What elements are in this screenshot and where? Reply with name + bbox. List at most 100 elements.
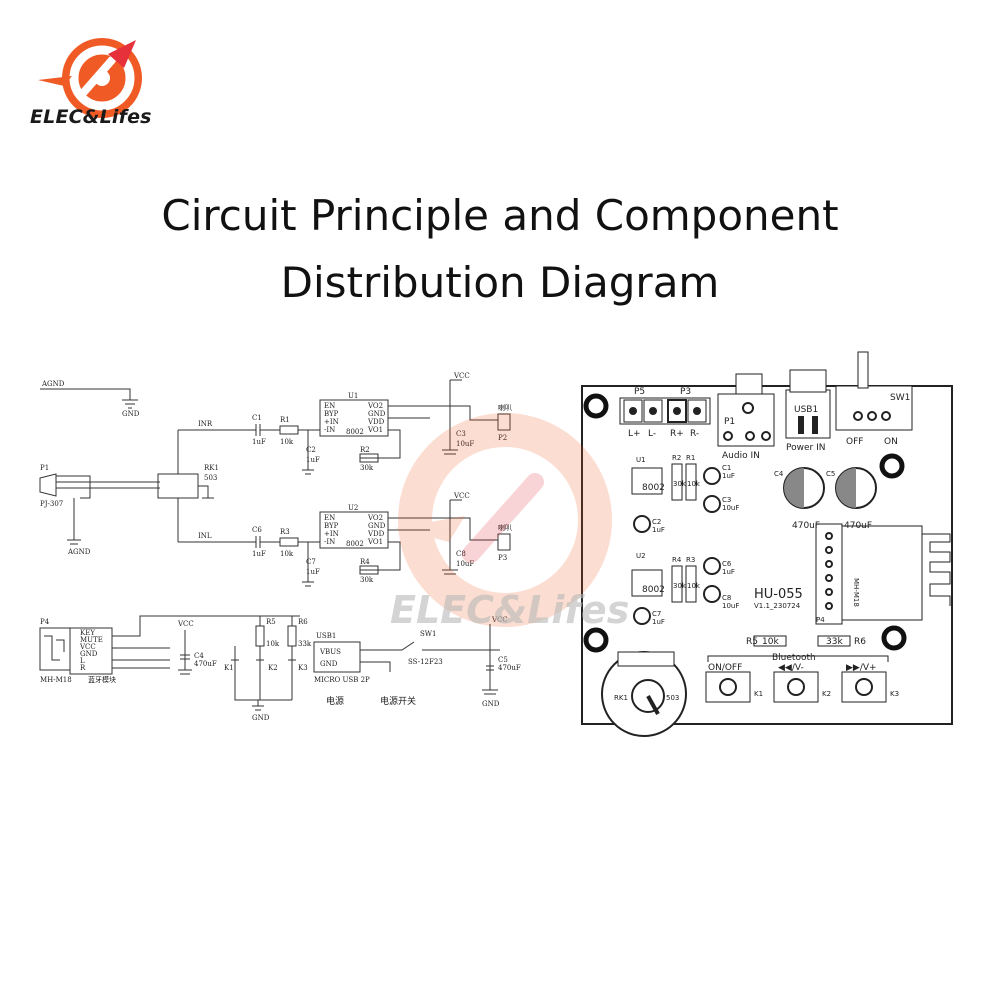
label-usb1: USB1 <box>316 632 336 640</box>
brand-logo <box>38 38 142 118</box>
pcb-label-u1: U1 <box>636 456 646 464</box>
p4-pin-mute: MUTE <box>80 636 103 644</box>
u2-pin-vo2: VO2 <box>367 514 383 522</box>
pcb-layout: P5 P3 L+ L- R+ R- P1 Audio IN USB1 Power… <box>581 351 953 737</box>
pcb-label-470-2: 470uF <box>844 521 872 531</box>
label-usb-gnd: GND <box>320 660 338 668</box>
label-k1: K1 <box>224 664 234 672</box>
label-r2: R2 <box>360 446 370 454</box>
pcb-label-c8: C8 <box>722 594 731 602</box>
u1-pin-en: EN <box>324 402 335 410</box>
circuit-schematic: AGND GND P1 PJ-307 AGND INR INL RK1 503 … <box>39 372 521 722</box>
label-r4-val: 30k <box>360 576 374 584</box>
pcb-label-ic1: 8002 <box>642 483 665 493</box>
label-c8-val: 10uF <box>456 560 474 568</box>
label-inr: INR <box>198 420 213 428</box>
pcb-model: HU-055 <box>754 587 803 602</box>
pcb-label-p4: P4 <box>816 616 825 624</box>
pcb-label-r3: R3 <box>686 556 695 564</box>
u1-pin-vo2: VO2 <box>367 402 383 410</box>
label-rk1-val: 503 <box>204 474 217 482</box>
label-inl: INL <box>198 532 212 540</box>
p4-pin-r: R <box>80 664 86 672</box>
label-c1-val: 1uF <box>252 438 266 446</box>
p4-pin-l: L <box>80 657 85 665</box>
label-c6: C6 <box>252 526 262 534</box>
pcb-label-rk1: RK1 <box>614 694 628 702</box>
label-gnd: GND <box>122 410 140 418</box>
label-p3: P3 <box>498 554 507 562</box>
label-c4-val: 470uF <box>194 660 217 668</box>
label-r5-val: 10k <box>266 640 280 648</box>
pcb-label-r-plus: R+ <box>670 429 684 439</box>
label-c2: C2 <box>306 446 316 454</box>
pcb-label-r6: R6 <box>854 637 866 647</box>
label-c4: C4 <box>194 652 204 660</box>
label-gnd-2: GND <box>252 714 270 722</box>
pcb-label-l-plus: L+ <box>628 429 641 439</box>
pcb-label-r4: R4 <box>672 556 682 564</box>
pcb-label-on: ON <box>884 437 898 447</box>
pcb-label-usb1: USB1 <box>794 405 818 415</box>
pcb-label-r6-val: 33k <box>826 637 843 647</box>
pcb-label-c3: C3 <box>722 496 731 504</box>
label-c3-val: 10uF <box>456 440 474 448</box>
label-r6-val: 33k <box>298 640 312 648</box>
label-vcc-2: VCC <box>453 492 470 500</box>
pcb-label-c4: C4 <box>774 470 784 478</box>
label-c7-val: 1uF <box>306 568 320 576</box>
label-r2-val: 30k <box>360 464 374 472</box>
label-r4: R4 <box>360 558 370 566</box>
pcb-label-30k-2: 30k <box>673 582 687 590</box>
pcb-label-l-minus: L- <box>648 429 656 439</box>
pcb-label-onoff: ON/OFF <box>708 663 742 673</box>
label-p4: P4 <box>40 618 50 626</box>
u1-pin-byp: BYP <box>324 410 339 418</box>
label-c8: C8 <box>456 550 466 558</box>
u2-pin-gnd: GND <box>368 522 386 530</box>
watermark-text: ELEC&Lifes <box>390 588 630 632</box>
label-c2-val: 1uF <box>306 456 320 464</box>
label-rk1: RK1 <box>204 464 219 472</box>
u2-pin-byp: BYP <box>324 522 339 530</box>
watermark-logo <box>395 413 612 627</box>
label-k2: K2 <box>268 664 278 672</box>
label-power-cn: 电源 <box>326 695 344 707</box>
label-bt-cn: 蓝牙模块 <box>88 675 116 684</box>
pcb-label-next: ▶▶/V+ <box>846 663 877 673</box>
pcb-label-bt-module: MH-M18 <box>852 578 860 607</box>
label-usb-part: MICRO USB 2P <box>314 676 370 684</box>
pcb-label-k1: K1 <box>754 690 763 698</box>
pcb-label-r5: R5 <box>746 637 758 647</box>
label-r1-val: 10k <box>280 438 294 446</box>
label-u1-ic: 8002 <box>346 428 364 436</box>
u2-pin-nin: -IN <box>324 538 335 546</box>
label-agnd-2: AGND <box>67 548 91 556</box>
label-vcc-4: VCC <box>491 616 508 624</box>
pcb-label-r-minus: R- <box>690 429 699 439</box>
pcb-label-ic2: 8002 <box>642 585 665 595</box>
label-usb-vbus: VBUS <box>319 648 341 656</box>
pcb-label-prev: ◀◀/V- <box>778 663 804 673</box>
u2-pin-pin: +IN <box>324 530 339 538</box>
pcb-label-c6: C6 <box>722 560 732 568</box>
u1-pin-pin: +IN <box>324 418 339 426</box>
p4-pin-gnd: GND <box>80 650 98 658</box>
pcb-label-r5-val: 10k <box>762 637 779 647</box>
label-switch-cn: 电源开关 <box>380 695 416 707</box>
pcb-label-p1: P1 <box>724 417 735 427</box>
pcb-label-c6-val: 1uF <box>722 568 735 576</box>
label-u2-ic: 8002 <box>346 540 364 548</box>
pcb-label-30k-1: 30k <box>673 480 687 488</box>
label-c3: C3 <box>456 430 466 438</box>
label-r1: R1 <box>280 416 290 424</box>
label-sw1: SW1 <box>420 630 436 638</box>
pcb-label-c7: C7 <box>652 610 661 618</box>
pcb-label-c2-val: 1uF <box>652 526 665 534</box>
label-r6: R6 <box>298 618 308 626</box>
pcb-label-p5: P5 <box>634 387 645 397</box>
page-title-line2: Distribution Diagram <box>280 258 720 307</box>
label-r5: R5 <box>266 618 276 626</box>
u1-pin-gnd: GND <box>368 410 386 418</box>
label-vcc-1: VCC <box>453 372 470 380</box>
